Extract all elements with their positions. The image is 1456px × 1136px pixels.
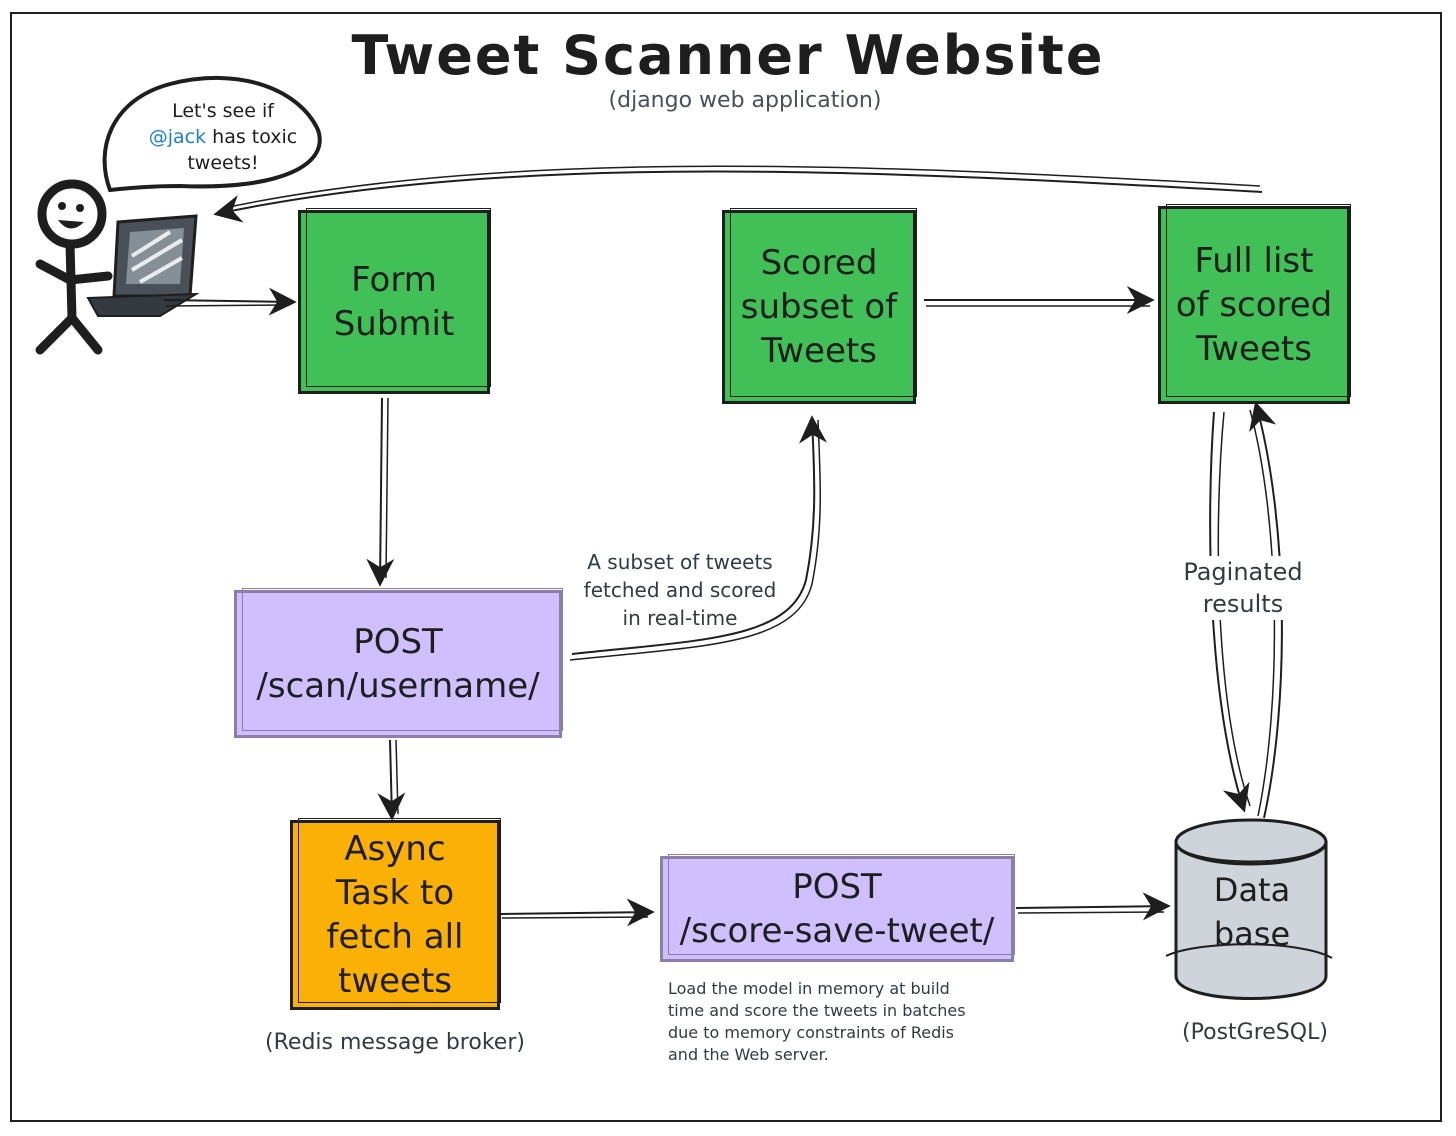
async-task-box: Async Task to fetch all tweets [290, 818, 501, 1010]
database-cylinder-icon [1165, 818, 1333, 1000]
note-line: Paginated [1183, 558, 1303, 586]
paginated-results-note: Paginated results [1168, 556, 1318, 620]
box-text: Full list [1194, 241, 1314, 281]
box-text: POST [792, 867, 882, 907]
stick-figure-icon [35, 179, 113, 355]
page-title: Tweet Scanner Website [351, 24, 1105, 87]
note-line: A subset of tweets [587, 550, 773, 574]
box-text: Async [344, 829, 446, 869]
speech-bubble [102, 75, 322, 193]
canvas-frame [10, 12, 1442, 1122]
speech-line-3: tweets! [187, 152, 259, 174]
box-text: base [1213, 915, 1291, 953]
note-line: results [1202, 590, 1284, 618]
database-label: Data base [1172, 868, 1332, 956]
box-text: subset of [740, 287, 898, 327]
box-text: fetch all [326, 917, 464, 957]
box-text: Scored [760, 243, 878, 283]
load-model-note: Load the model in memory at build time a… [668, 978, 1028, 1066]
box-text: Submit [333, 304, 455, 344]
scored-subset-box: Scored subset of Tweets [722, 208, 917, 404]
subset-realtime-note: A subset of tweets fetched and scored in… [570, 548, 790, 632]
note-line: time and score the tweets in batches [668, 1001, 966, 1020]
box-text: Tweets [761, 331, 877, 371]
post-score-save-endpoint-box: POST /score-save-tweet/ [660, 854, 1015, 962]
note-line: Load the model in memory at build [668, 979, 950, 998]
smiley-face-icon [58, 202, 84, 229]
speech-line-1: Let's see if [172, 100, 274, 122]
box-text: POST [353, 622, 443, 662]
speech-line-2: has toxic [206, 126, 298, 148]
post-scan-endpoint-box: POST /scan/username/ [234, 588, 563, 738]
box-text: of scored [1175, 285, 1333, 325]
postgres-caption: (PostGreSQL) [1182, 1020, 1328, 1045]
speech-bubble-text: Let's see if @jack has toxic tweets! [128, 98, 318, 176]
form-submit-box: Form Submit [298, 208, 491, 394]
page-subtitle: (django web application) [608, 88, 882, 113]
box-text: /score-save-tweet/ [679, 911, 995, 951]
box-text: Task to [335, 873, 455, 913]
box-text: /scan/username/ [256, 666, 540, 706]
note-line: in real-time [622, 606, 738, 630]
redis-caption: (Redis message broker) [265, 1030, 525, 1055]
box-text: Form [351, 260, 437, 300]
full-list-box: Full list of scored Tweets [1158, 204, 1351, 404]
box-text: tweets [337, 961, 453, 1001]
note-line: due to memory constraints of Redis [668, 1023, 954, 1042]
note-line: fetched and scored [583, 578, 777, 602]
user-mention: @jack [148, 126, 207, 148]
box-text: Tweets [1196, 329, 1312, 369]
note-line: and the Web server. [668, 1045, 829, 1064]
box-text: Data [1213, 871, 1291, 909]
